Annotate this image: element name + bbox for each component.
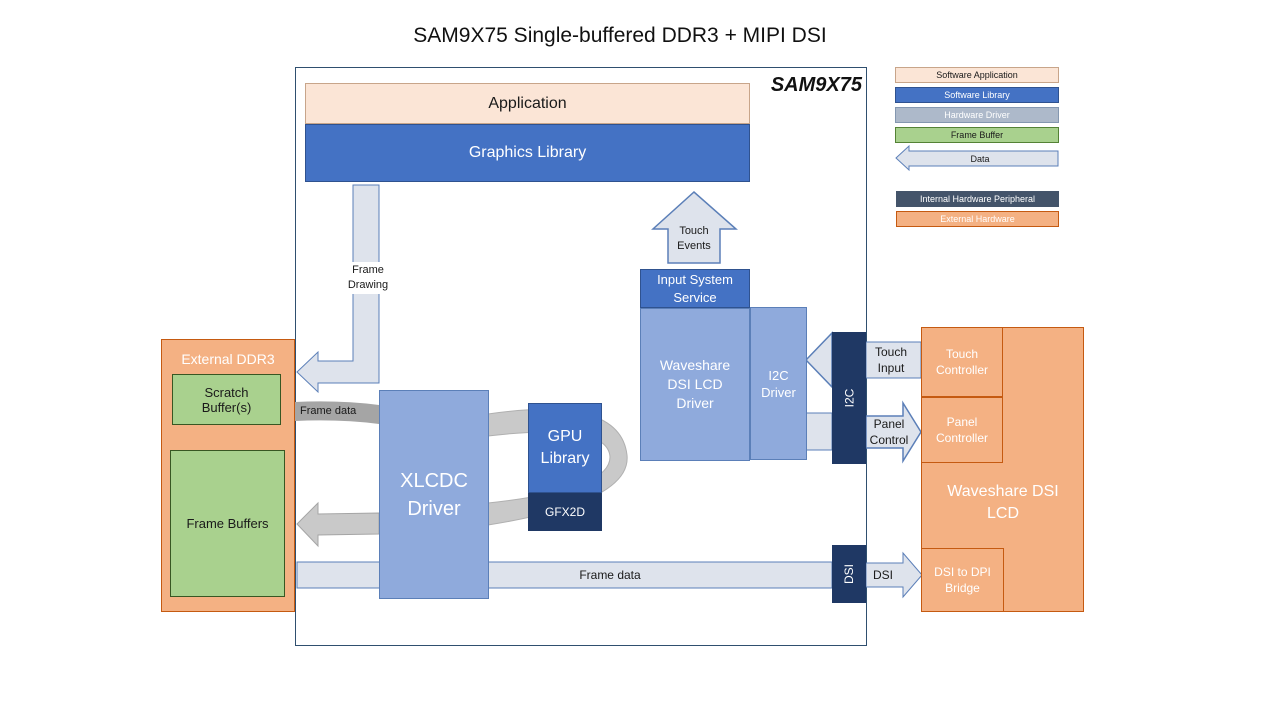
gfx2d-block: GFX2D (528, 493, 602, 531)
i2c-link-band (805, 412, 833, 451)
panel-controller-block: Panel Controller (921, 397, 1003, 463)
i2c-driver-block: I2C Driver (750, 307, 807, 460)
application-block: Application (305, 83, 750, 124)
frame-buffers-block: Frame Buffers (170, 450, 285, 597)
frame-drawing-label: Frame Drawing (340, 262, 396, 294)
dsi-out-arrow (865, 551, 923, 599)
panel-control-label: Panel Control (869, 417, 909, 447)
legend-hardware-driver: Hardware Driver (895, 107, 1059, 123)
page-title: SAM9X75 Single-buffered DDR3 + MIPI DSI (413, 24, 827, 47)
panel-control-arrow (865, 400, 922, 464)
graphics-library-block: Graphics Library (305, 124, 750, 182)
frame-buffers-return-arrow (296, 501, 380, 548)
frame-data-top-label: Frame data (300, 405, 357, 417)
touch-input-arrowhead (804, 331, 833, 389)
dsi-to-dpi-block: DSI to DPI Bridge (921, 548, 1004, 612)
touch-input-label: Touch Input (874, 345, 908, 375)
chip-label: SAM9X75 (770, 74, 862, 96)
input-system-service-block: Input System Service (640, 269, 750, 308)
gpu-library-block: GPU Library (528, 403, 602, 493)
i2c-peripheral-block: I2C (832, 332, 866, 464)
legend-external-hardware: External Hardware (896, 211, 1059, 227)
i2c-peripheral-label: I2C (842, 388, 856, 408)
legend-software-library: Software Library (895, 87, 1059, 103)
touch-events-label: Touch Events (677, 225, 711, 252)
legend-internal-hardware-peripheral: Internal Hardware Peripheral (896, 191, 1059, 207)
frame-data-top-band (295, 401, 379, 424)
xlcdc-driver-block: XLCDC Driver (379, 390, 489, 599)
touch-events-arrow (651, 190, 738, 264)
waveshare-lcd-title: Waveshare DSI LCD (940, 480, 1066, 526)
external-ddr3-label: External DDR3 (181, 351, 275, 367)
scratch-buffer-block: Scratch Buffer(s) (172, 374, 281, 425)
frame-data-bottom-label: Frame data (579, 568, 641, 582)
dsi-arrow-label: DSI (873, 568, 894, 582)
waveshare-driver-block: Waveshare DSI LCD Driver (640, 308, 750, 461)
legend-frame-buffer: Frame Buffer (895, 127, 1059, 143)
touch-controller-block: Touch Controller (921, 327, 1003, 397)
dsi-peripheral-label: DSI (841, 563, 856, 585)
waveshare-lcd-text: Waveshare DSI LCD (947, 483, 1059, 522)
legend-software-application: Software Application (895, 67, 1059, 83)
dsi-peripheral-block: DSI (832, 545, 866, 603)
legend-data: Data (970, 153, 990, 164)
